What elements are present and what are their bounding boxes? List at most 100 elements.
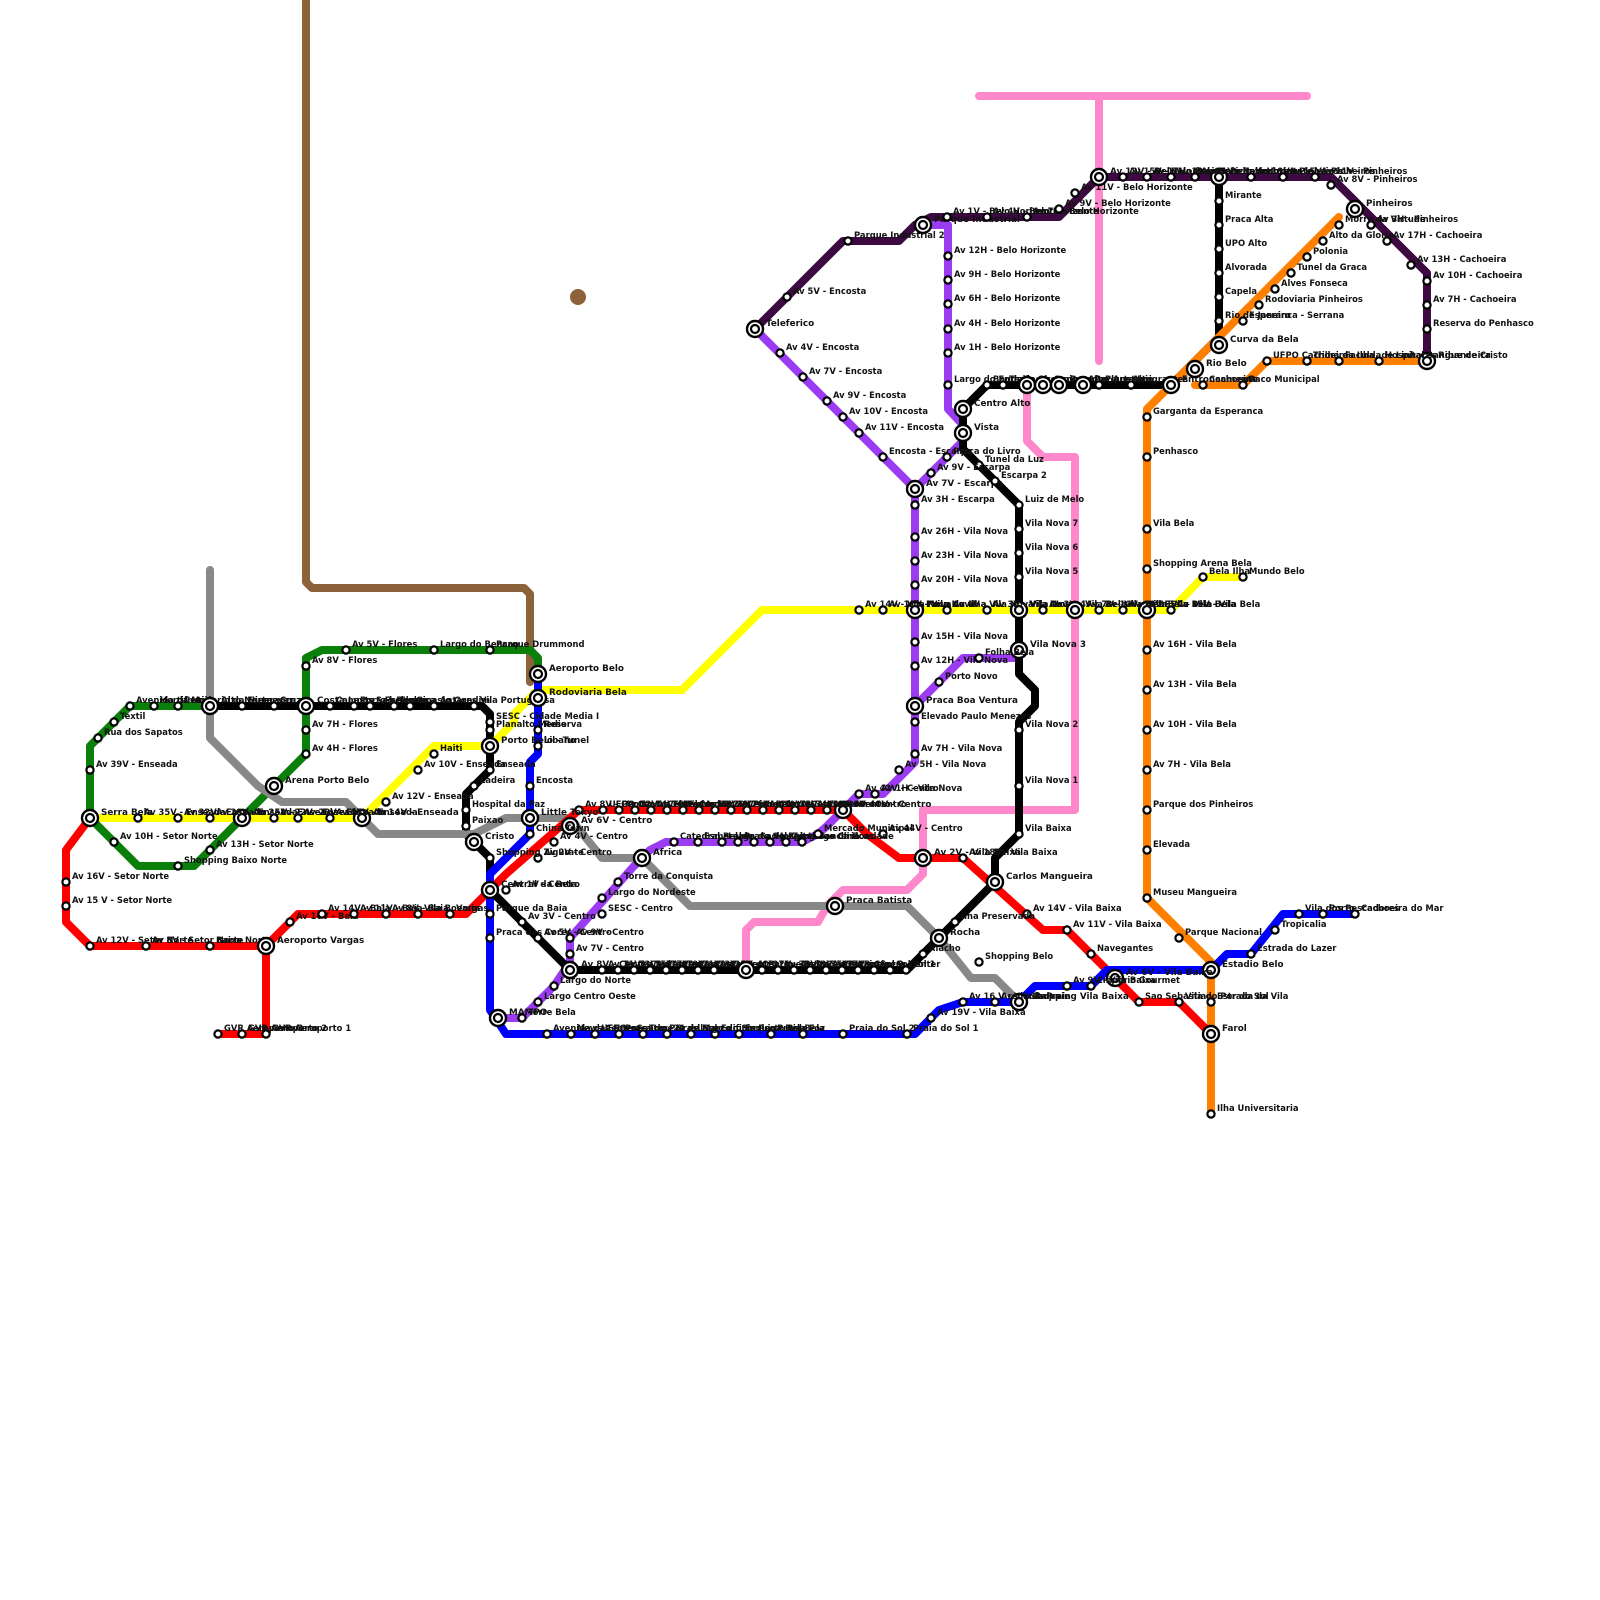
station-av-1h-belo-horizonte: Av 1H - Belo Horizonte [943, 342, 1061, 358]
station-label: Av 11V - Vila Baixa [1073, 919, 1162, 929]
stop-marker [910, 500, 920, 510]
stop-marker [485, 725, 495, 735]
station-campos: Campos [325, 695, 373, 711]
station-torre-bela: Torre Bela [517, 1007, 576, 1023]
station-av-26v-centro: Av 26V - Centro [726, 799, 811, 815]
station-label: Baixo Norte [216, 935, 272, 945]
station-label: Folha Bela [985, 647, 1034, 657]
station-av-16v-centro: Av 16V - Centro [646, 799, 731, 815]
station-av-10h-vila-bela: Av 10H - Vila Bela [1142, 719, 1237, 735]
station-label: Av 14V - Baia [328, 903, 391, 913]
station-esperanca-serrana: Esperanca - Serrana [1238, 310, 1344, 326]
station-encosta-escarpa: Encosta - Escarpa [878, 446, 972, 462]
station-label: Arena Porto Belo [285, 776, 369, 786]
station-label: Alves Fonseca [1281, 278, 1348, 288]
interchange-marker-inner [260, 940, 272, 952]
stop-marker [749, 837, 759, 847]
station-av-8v-baia: Av 8V - Baia [381, 903, 449, 919]
station-label: Elevada [1153, 839, 1190, 849]
station-label: Sao Jorge [760, 831, 805, 841]
station-sesc-cidade-media-i: SESC - Cidade Media I [485, 711, 599, 727]
station-av-11v-encosta: Av 11V - Encosta [854, 422, 944, 438]
station-vila-nova-5: Vila Nova 5 [1014, 566, 1078, 582]
stop-marker [742, 805, 752, 815]
interchange-marker-inner [492, 1012, 504, 1024]
stop-marker [869, 965, 879, 975]
station-label: Av 12H - Vila Nova [921, 655, 1008, 665]
station-label: Av 13V - Centro [624, 959, 698, 969]
station-label: Av 14V - Vila Nova [865, 599, 952, 609]
station-label: Escarpa 2 [1001, 470, 1047, 480]
stop-marker [1214, 196, 1224, 206]
station-label: Av 10H - Cachoeira [1433, 270, 1522, 280]
station-label: Av 16V - Centro [657, 799, 731, 809]
station-label: Av 7H - Cachoeira [1433, 294, 1517, 304]
station-av-7v-encosta: Av 7V - Encosta [798, 366, 882, 382]
station-esmeralda: Esmeralda [693, 831, 753, 847]
station-capela: Capela [1214, 286, 1257, 302]
stop-marker [1054, 204, 1064, 214]
stop-marker [894, 765, 904, 775]
stop-marker [237, 701, 247, 711]
station-av-13v-centro: Av 13V - Centro [613, 959, 698, 975]
stop-marker [1070, 188, 1080, 198]
station-label: Rio de Janeiro [1225, 310, 1291, 320]
station-av-7h-cachoeira: Av 7H - Cachoeira [1422, 294, 1517, 310]
stop-marker [694, 805, 704, 815]
station-label: Niemeyer [248, 695, 294, 705]
stop-marker [710, 1029, 720, 1039]
station-av-42v-centro: Av 42V - Centro [854, 783, 939, 799]
station-label: Av 36V - Centro [817, 799, 891, 809]
stop-marker [943, 251, 953, 261]
stop-marker [173, 701, 183, 711]
interchange-marker-inner [484, 884, 496, 896]
station-label: Parque Industrial 2 [854, 230, 945, 240]
stop-marker [1134, 997, 1144, 1007]
station-label: Luiz de Melo [1025, 494, 1084, 504]
station-label: UFPO Cachoeira [1273, 350, 1349, 360]
station-pinheiros: Pinheiros [1345, 199, 1413, 219]
station-paixao: Paixao [461, 815, 503, 831]
interchange-marker-inner [532, 668, 544, 680]
station-av-16v-baia: Av 16V - Baia [285, 911, 359, 927]
station-hospital-sangue-de-cristo: Hospital Sangue de Cristo [1374, 350, 1508, 366]
station-gvr-aeroporto-2: GVR Aeroporto 2 [237, 1023, 327, 1039]
station-label: Av 8V - Baia [392, 903, 449, 913]
station-av-19v-centro: Av 19V - Centro [661, 959, 746, 975]
station-label: Ilha Universitaria [1217, 1103, 1299, 1113]
stop-marker [1174, 997, 1184, 1007]
station-label: Edificio Porto Belo [721, 1023, 808, 1033]
station-av-14v-centro: Av 14V - Centro [630, 799, 715, 815]
stop-marker [1142, 805, 1152, 815]
stop-marker [93, 733, 103, 743]
station-label: Ilha Preservada [961, 911, 1035, 921]
stop-marker [661, 965, 671, 975]
station-av-9h-belo-horizonte: Av 9H - Belo Horizonte [943, 269, 1061, 285]
station-av-11v-centro: Av 11V - Centro [597, 959, 682, 975]
station-label: Av 3V - Centro [528, 911, 596, 921]
stop-marker [1350, 909, 1360, 919]
station-porto-novo: Porto Novo [934, 671, 998, 687]
station-label: Av 22V - Centro [705, 799, 779, 809]
stop-marker [982, 380, 992, 390]
stop-marker [237, 1029, 247, 1039]
stop-marker [1038, 605, 1048, 615]
station-av-4v-belo-horizonte: Av 4V - Belo Horizonte [982, 206, 1099, 222]
station-label: Av 20V - Enseada [304, 807, 386, 817]
stop-marker [918, 949, 928, 959]
station-enseada: Enseada [485, 759, 536, 775]
station-tunel-da-graca: Tunel da Graca [1286, 262, 1367, 278]
station-label: Avenida das Nacoes [553, 1023, 647, 1033]
station-cristo: Cristo [464, 832, 514, 852]
stop-marker [669, 837, 679, 847]
station-label: Shopping Belo [985, 951, 1053, 961]
station-av-9v-vila-baixa: Av 9V - Vila Baixa [1062, 975, 1156, 991]
stop-marker [1214, 316, 1224, 326]
station-label: Campos [336, 695, 373, 705]
station-label: Paraiso [848, 959, 883, 969]
station-arena-porto-belo: Arena Porto Belo [264, 776, 369, 796]
stop-marker [1142, 564, 1152, 574]
station-label: Av 7V - Belo Horizonte [1033, 206, 1139, 216]
station-mercado-municipal: Mercado Municipal [813, 823, 913, 839]
station-label: Av 13V - Vila Bela [1129, 599, 1212, 609]
